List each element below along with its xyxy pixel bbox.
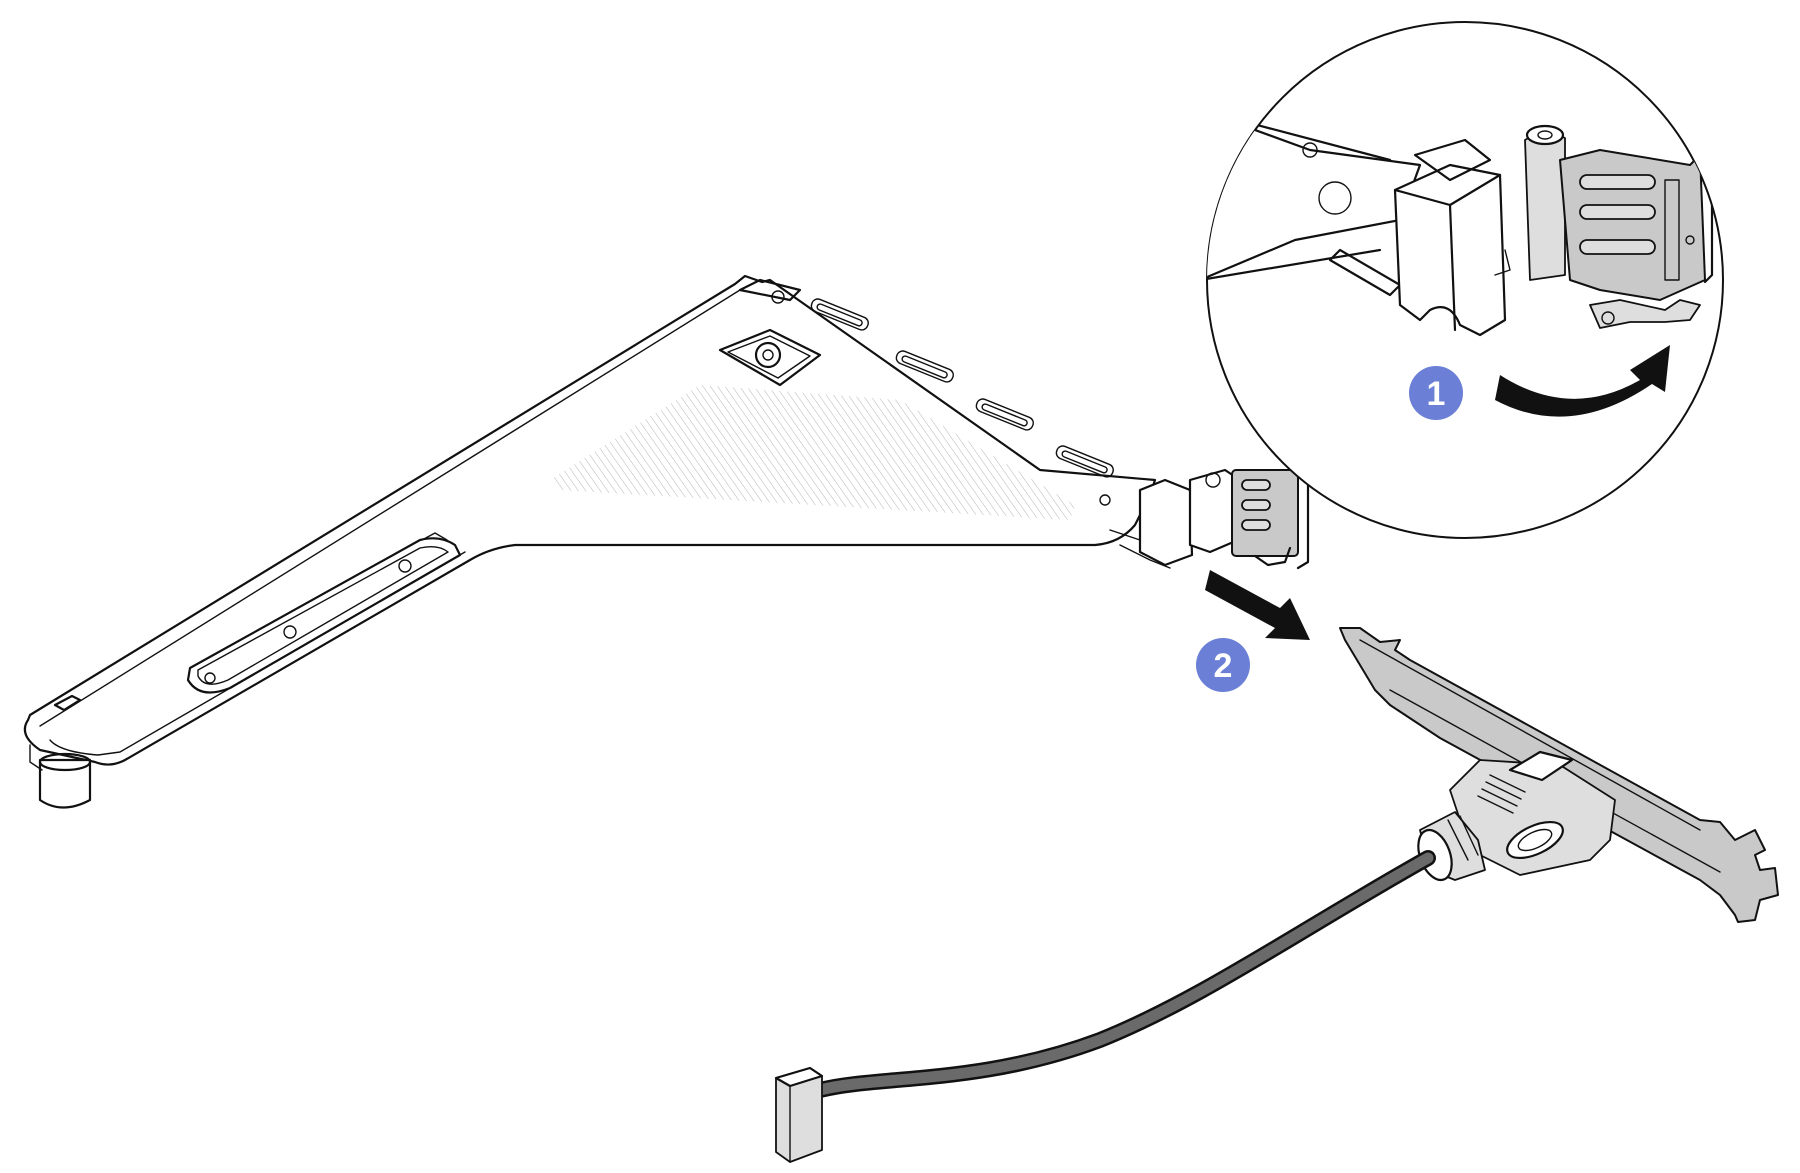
step-2-number: 2 (1214, 647, 1233, 685)
riser-foot (29, 694, 92, 809)
step-1-badge: 1 (1409, 366, 1463, 420)
slide-arrow (1205, 570, 1310, 640)
serial-connector-housing (1449, 759, 1616, 876)
screw-mount (718, 328, 822, 387)
riser-cage (23, 274, 1310, 809)
hatched-panel (550, 385, 1075, 520)
rotate-arrow (1495, 345, 1670, 417)
riser-latch (1109, 468, 1310, 570)
step-2-badge: 2 (1196, 638, 1250, 692)
detail-bracket-panel (1559, 149, 1706, 301)
riser-cage-outline (23, 274, 1157, 766)
serial-cable (774, 850, 1436, 1163)
detail-callout: 1 (1206, 21, 1724, 539)
riser-slots (810, 298, 1114, 478)
step-1-number: 1 (1427, 375, 1446, 413)
cable-plug (774, 1066, 824, 1163)
latch-body (1393, 163, 1507, 337)
lower-arm (186, 532, 462, 694)
connector-vents (1477, 774, 1526, 814)
